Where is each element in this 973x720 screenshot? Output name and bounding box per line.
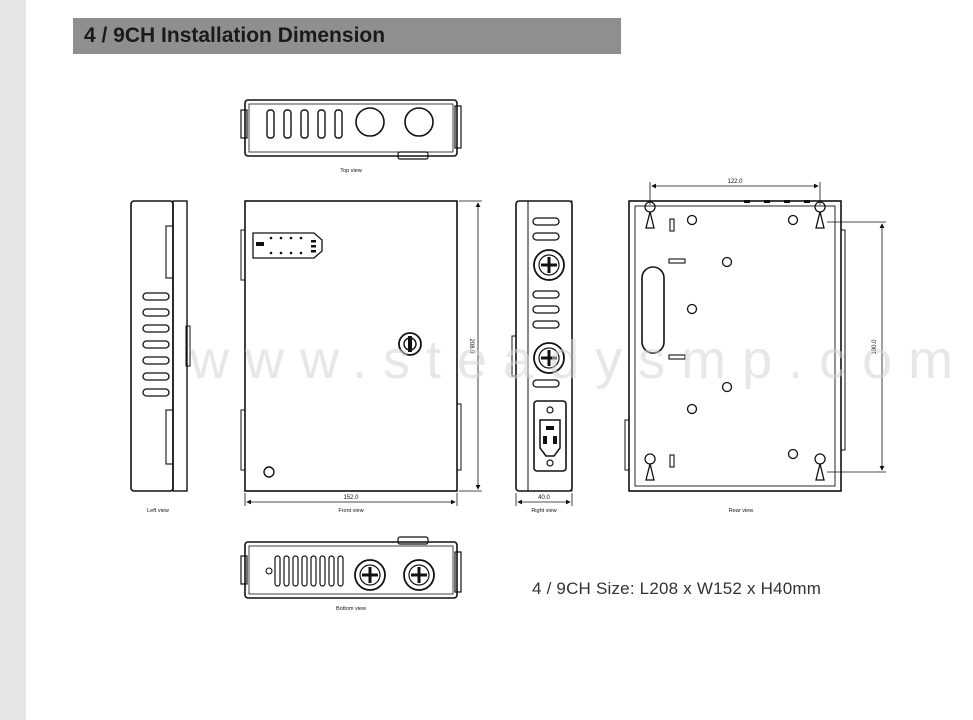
top-view [240,99,462,160]
front-height-value: 208.0 [468,338,474,354]
rear-hole-spacing-v-value: 180.0 [872,339,878,355]
front-height-dimension [459,200,482,492]
right-view-label: Right view [531,508,556,514]
front-view-label: Front view [338,508,363,514]
right-view [511,200,573,492]
rear-hole-spacing-h-value: 122.0 [727,179,743,185]
rear-hole-spacing-v-dimension [827,221,886,473]
bottom-view-label: Bottom view [336,606,366,612]
rear-view-label: Rear view [729,508,753,514]
left-view-label: Left view [147,508,169,514]
rear-hole-spacing-h-dimension [649,182,821,205]
front-width-value: 152.0 [343,495,359,501]
size-specification: 4 / 9CH Size: L208 x W152 x H40mm [532,579,822,598]
right-depth-dimension [515,493,573,506]
bottom-view [240,536,462,599]
section-title: 4 / 9CH Installation Dimension [84,24,386,47]
left-view [130,200,191,492]
top-view-label: Top view [340,168,361,174]
right-depth-value: 40.0 [538,495,550,501]
led-indicators [256,236,316,255]
section-header: 4 / 9CH Installation Dimension [73,18,621,54]
left-margin-strip [0,0,26,720]
front-width-dimension [244,493,458,506]
front-view [240,200,462,492]
watermark: www.steadysmp.com [189,330,969,390]
rear-view [624,200,846,492]
